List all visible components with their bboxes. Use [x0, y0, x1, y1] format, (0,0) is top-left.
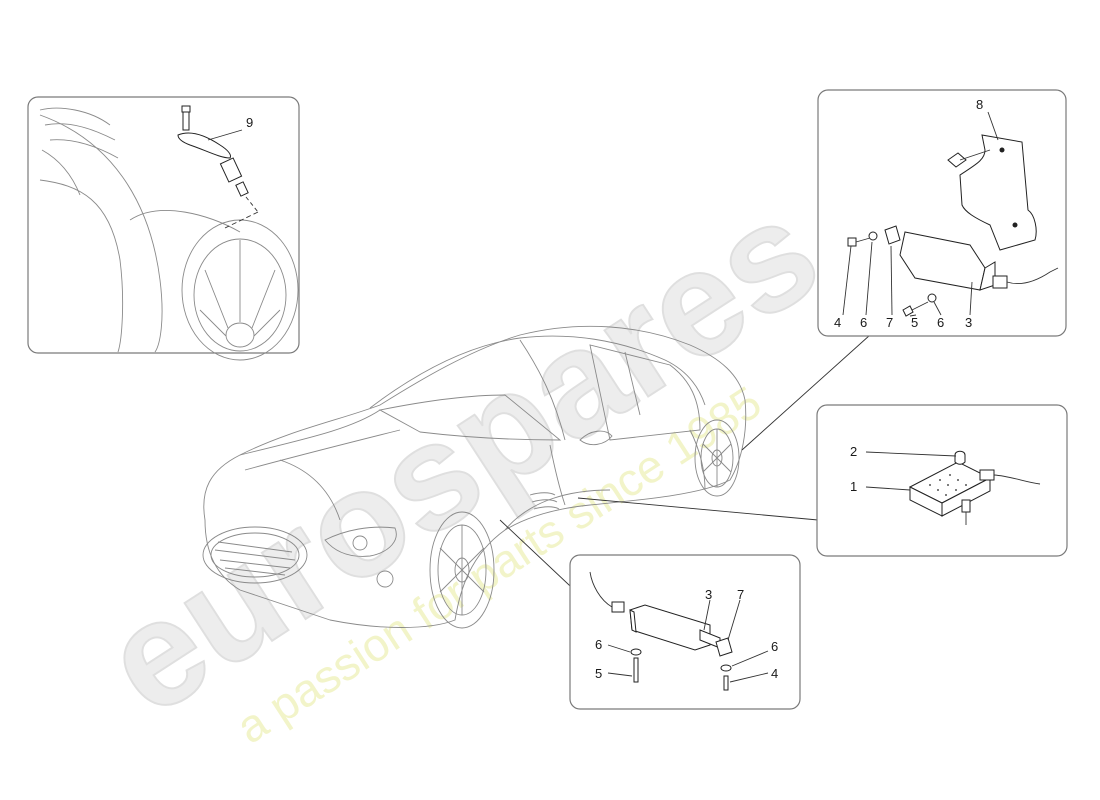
- panel-rear-receiver: 8 4 6 7 5 6 3: [817, 89, 1067, 337]
- callout-2: 2: [850, 444, 857, 459]
- control-unit-part: [908, 450, 1041, 525]
- washer-left: [630, 648, 642, 656]
- callout-7: 7: [886, 315, 893, 330]
- receiver-module-part: [899, 231, 1059, 291]
- callout-5: 5: [911, 315, 918, 330]
- car-illustration: [202, 325, 747, 629]
- panel-wheel-sensor: 9: [27, 96, 300, 361]
- panel-control-unit: 2 1: [816, 404, 1068, 557]
- callout-8: 8: [976, 97, 983, 112]
- front-receiver-part: [589, 571, 721, 651]
- callout-7-front: 7: [737, 587, 744, 602]
- callout-6-front-left: 6: [595, 637, 602, 652]
- clip-part: [884, 225, 901, 245]
- screw-right: [723, 675, 729, 691]
- front-clip-part: [715, 637, 733, 657]
- bolt-left: [633, 657, 639, 683]
- callout-6a: 6: [860, 315, 867, 330]
- callout-6-front-right: 6: [771, 639, 778, 654]
- callout-6b: 6: [937, 315, 944, 330]
- tyre-illustration: [39, 107, 299, 361]
- screw-upper: [847, 237, 857, 247]
- callout-3: 3: [965, 315, 972, 330]
- bolt-part: [947, 149, 991, 168]
- bracket-part: [959, 134, 1037, 251]
- washer-right: [720, 664, 732, 672]
- valve-sensor-part: [177, 105, 259, 229]
- callout-5-front: 5: [595, 666, 602, 681]
- callout-9: 9: [246, 115, 253, 130]
- panel-front-receiver: 3 7 6 6 5 4: [569, 554, 801, 710]
- callout-4-front: 4: [771, 666, 778, 681]
- washer-lower: [927, 293, 937, 303]
- callout-4: 4: [834, 315, 841, 330]
- washer-upper: [868, 231, 878, 241]
- callout-3-front: 3: [705, 587, 712, 602]
- callout-1: 1: [850, 479, 857, 494]
